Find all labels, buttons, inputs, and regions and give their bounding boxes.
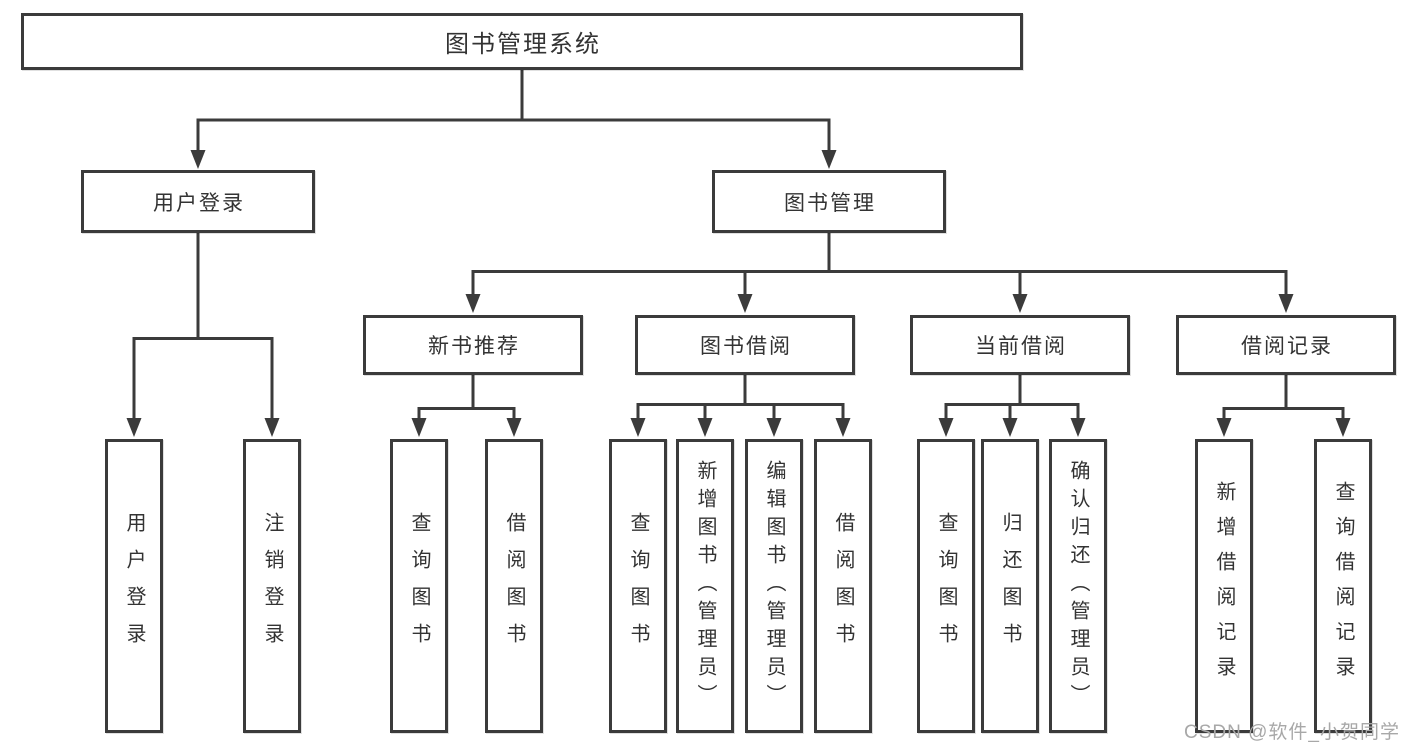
node-label: 图书管理 — [784, 191, 876, 215]
leaf-label: 借阅图书 — [503, 512, 525, 660]
leaf-label: 确认归还（管理员） — [1067, 460, 1089, 712]
node-label: 图书管理系统 — [445, 31, 601, 58]
leaf-label: 新增借阅记录 — [1213, 481, 1235, 691]
connector-user-login-children — [132, 233, 274, 420]
leaf-borrow-books-borrow: 借阅图书 — [814, 439, 872, 733]
leaf-return-book: 归还图书 — [981, 439, 1039, 733]
node-borrow-records: 借阅记录 — [1176, 315, 1396, 375]
connector-current-borrow-children — [944, 375, 1080, 420]
node-current-borrow: 当前借阅 — [910, 315, 1130, 375]
leaf-confirm-return-admin: 确认归还（管理员） — [1049, 439, 1107, 733]
leaf-label: 查询图书 — [935, 512, 957, 660]
node-book-management: 图书管理 — [712, 170, 946, 233]
leaf-add-book-admin: 新增图书（管理员） — [676, 439, 734, 733]
leaf-logout: 注销登录 — [243, 439, 301, 733]
leaf-edit-book-admin: 编辑图书（管理员） — [745, 439, 803, 733]
leaf-query-books-recommend: 查询图书 — [390, 439, 448, 733]
leaf-add-borrow-record: 新增借阅记录 — [1195, 439, 1253, 733]
node-label: 用户登录 — [153, 191, 245, 215]
node-label: 图书借阅 — [700, 335, 792, 358]
node-user-login: 用户登录 — [81, 170, 315, 233]
node-label: 新书推荐 — [428, 335, 520, 358]
arrowheads — [126, 150, 1351, 437]
leaf-label: 归还图书 — [999, 512, 1021, 660]
node-label: 借阅记录 — [1241, 335, 1333, 358]
node-book-borrow: 图书借阅 — [635, 315, 855, 375]
csdn-watermark: CSDN @软件_小贺同学 — [1184, 722, 1400, 743]
connector-book-management-children — [471, 233, 1288, 296]
leaf-user-login: 用户登录 — [105, 439, 163, 733]
leaf-label: 查询借阅记录 — [1332, 481, 1354, 691]
leaf-label: 编辑图书（管理员） — [763, 460, 785, 712]
connector-root-to-level2 — [196, 70, 831, 152]
leaf-label: 新增图书（管理员） — [694, 460, 716, 712]
leaf-label: 查询图书 — [627, 512, 649, 660]
node-root-book-management-system: 图书管理系统 — [21, 13, 1023, 70]
leaf-query-borrow-record: 查询借阅记录 — [1314, 439, 1372, 733]
connector-borrow-records-children — [1222, 375, 1345, 420]
connector-new-book-recommend-children — [417, 375, 516, 420]
leaf-borrow-books-recommend: 借阅图书 — [485, 439, 543, 733]
connector-book-borrow-children — [636, 375, 845, 420]
leaf-label: 注销登录 — [261, 512, 283, 660]
node-new-book-recommend: 新书推荐 — [363, 315, 583, 375]
leaf-label: 用户登录 — [123, 512, 145, 660]
leaf-label: 查询图书 — [408, 512, 430, 660]
leaf-query-books-borrow: 查询图书 — [609, 439, 667, 733]
node-label: 当前借阅 — [975, 335, 1067, 358]
leaf-label: 借阅图书 — [832, 512, 854, 660]
leaf-query-books-current: 查询图书 — [917, 439, 975, 733]
